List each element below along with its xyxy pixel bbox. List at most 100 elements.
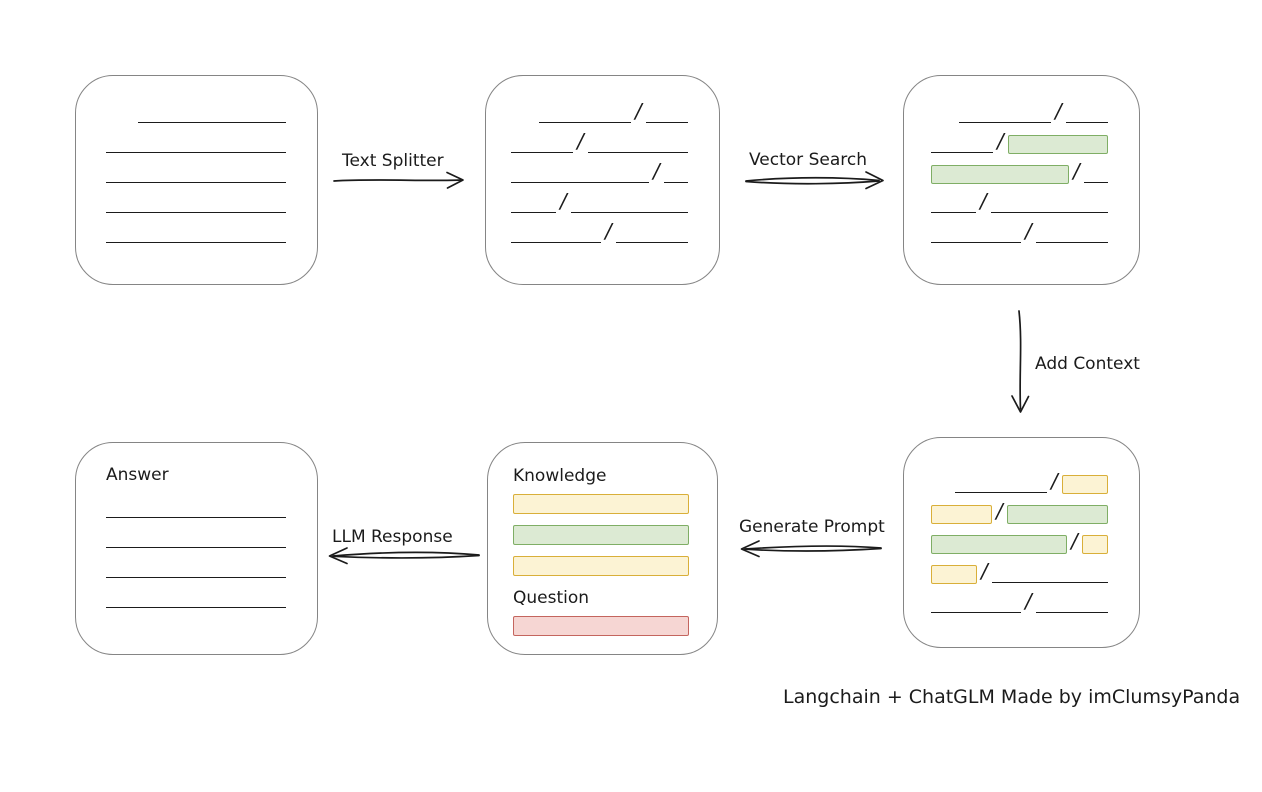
chunk-row: / [931,553,1109,584]
text-line [931,612,1021,613]
chunk-row: / [511,123,689,153]
text-line [645,122,688,123]
text-line [539,122,631,123]
green-highlight-bar [931,165,1069,184]
text-line [106,182,286,183]
chunk-row: / [931,93,1109,123]
knowledge-chunk-green [513,525,689,545]
text-line [511,152,573,153]
slash-separator: / [605,219,612,243]
chunk-row [106,93,286,123]
slash-separator: / [1073,159,1080,183]
text-line [1083,182,1108,183]
chunk-row: / [931,123,1109,154]
text-line [106,152,286,153]
knowledge-label: Knowledge [513,466,607,486]
slash-separator: / [560,189,567,213]
text-line [1065,122,1108,123]
prompt-box: Knowledge Question [487,442,718,655]
green-highlight-bar [1007,135,1108,154]
chunk-row [106,153,286,183]
slash-separator: / [1025,589,1032,613]
chunk-row [106,548,286,578]
chunk-row [106,213,286,243]
slash-separator: / [635,99,642,123]
text-line [663,182,688,183]
document-box [75,75,318,285]
chunk-row: / [931,213,1109,243]
text-line [511,212,556,213]
slash-separator: / [980,189,987,213]
slash-separator: / [1071,529,1078,553]
slash-separator: / [997,129,1004,153]
text-line [931,152,993,153]
text-line [106,242,286,243]
chunk-row [106,578,286,608]
chunk-row: / [931,493,1109,524]
text-line [931,242,1021,243]
question-chunk-red [513,616,689,636]
text-line [991,582,1108,583]
text-line [570,212,688,213]
chunk-row: / [511,183,689,213]
spacer [511,122,539,123]
vector-search-label: Vector Search [749,150,867,170]
green-highlight-bar [1006,505,1108,524]
question-label: Question [513,588,590,608]
text-line [138,122,286,123]
text-line [106,577,286,578]
vector-search-arrow [745,171,884,190]
spacer [106,122,138,123]
text-line [587,152,688,153]
llm-response-label: LLM Response [332,527,453,547]
yellow-highlight-bar [1081,535,1108,554]
answer-box: Answer [75,442,318,655]
chunk-row: / [931,463,1109,494]
text-line [511,242,601,243]
text-line [990,212,1108,213]
text-line [106,212,286,213]
yellow-highlight-bar [1061,475,1108,494]
add-context-label: Add Context [1035,354,1140,374]
text-line [106,607,286,608]
chunk-row: / [511,213,689,243]
yellow-highlight-bar [931,505,992,524]
generate-prompt-arrow [740,540,882,558]
knowledge-chunk-yellow-2 [513,556,689,576]
text-line [511,182,649,183]
slash-separator: / [1055,99,1062,123]
spacer [931,492,955,493]
chunk-row [106,488,286,518]
chunk-row [106,183,286,213]
slash-separator: / [653,159,660,183]
chunk-row [106,518,286,548]
split-chunks-box: ///// [485,75,720,285]
text-splitter-label: Text Splitter [342,151,444,171]
chunk-row: / [511,153,689,183]
text-line [931,212,976,213]
attribution-caption: Langchain + ChatGLM Made by imClumsyPand… [783,686,1241,708]
text-line [106,517,286,518]
answer-label: Answer [106,465,169,485]
text-line [106,547,286,548]
llm-response-arrow [328,547,480,565]
slash-separator: / [996,499,1003,523]
yellow-highlight-bar [931,565,977,584]
generate-prompt-label: Generate Prompt [739,517,885,537]
chunk-row: / [931,583,1109,613]
slash-separator: / [1025,219,1032,243]
answer-lines [106,488,286,608]
spacer [931,122,959,123]
slash-separator: / [1051,469,1058,493]
chunk-row [106,123,286,153]
add-context-arrow [1011,310,1030,413]
chunk-row: / [931,183,1109,213]
text-line [1035,242,1108,243]
chunk-row: / [511,93,689,123]
chunk-row: / [931,153,1109,184]
knowledge-chunk-yellow-1 [513,494,689,514]
slash-separator: / [981,559,988,583]
text-line [959,122,1051,123]
text-line [615,242,688,243]
